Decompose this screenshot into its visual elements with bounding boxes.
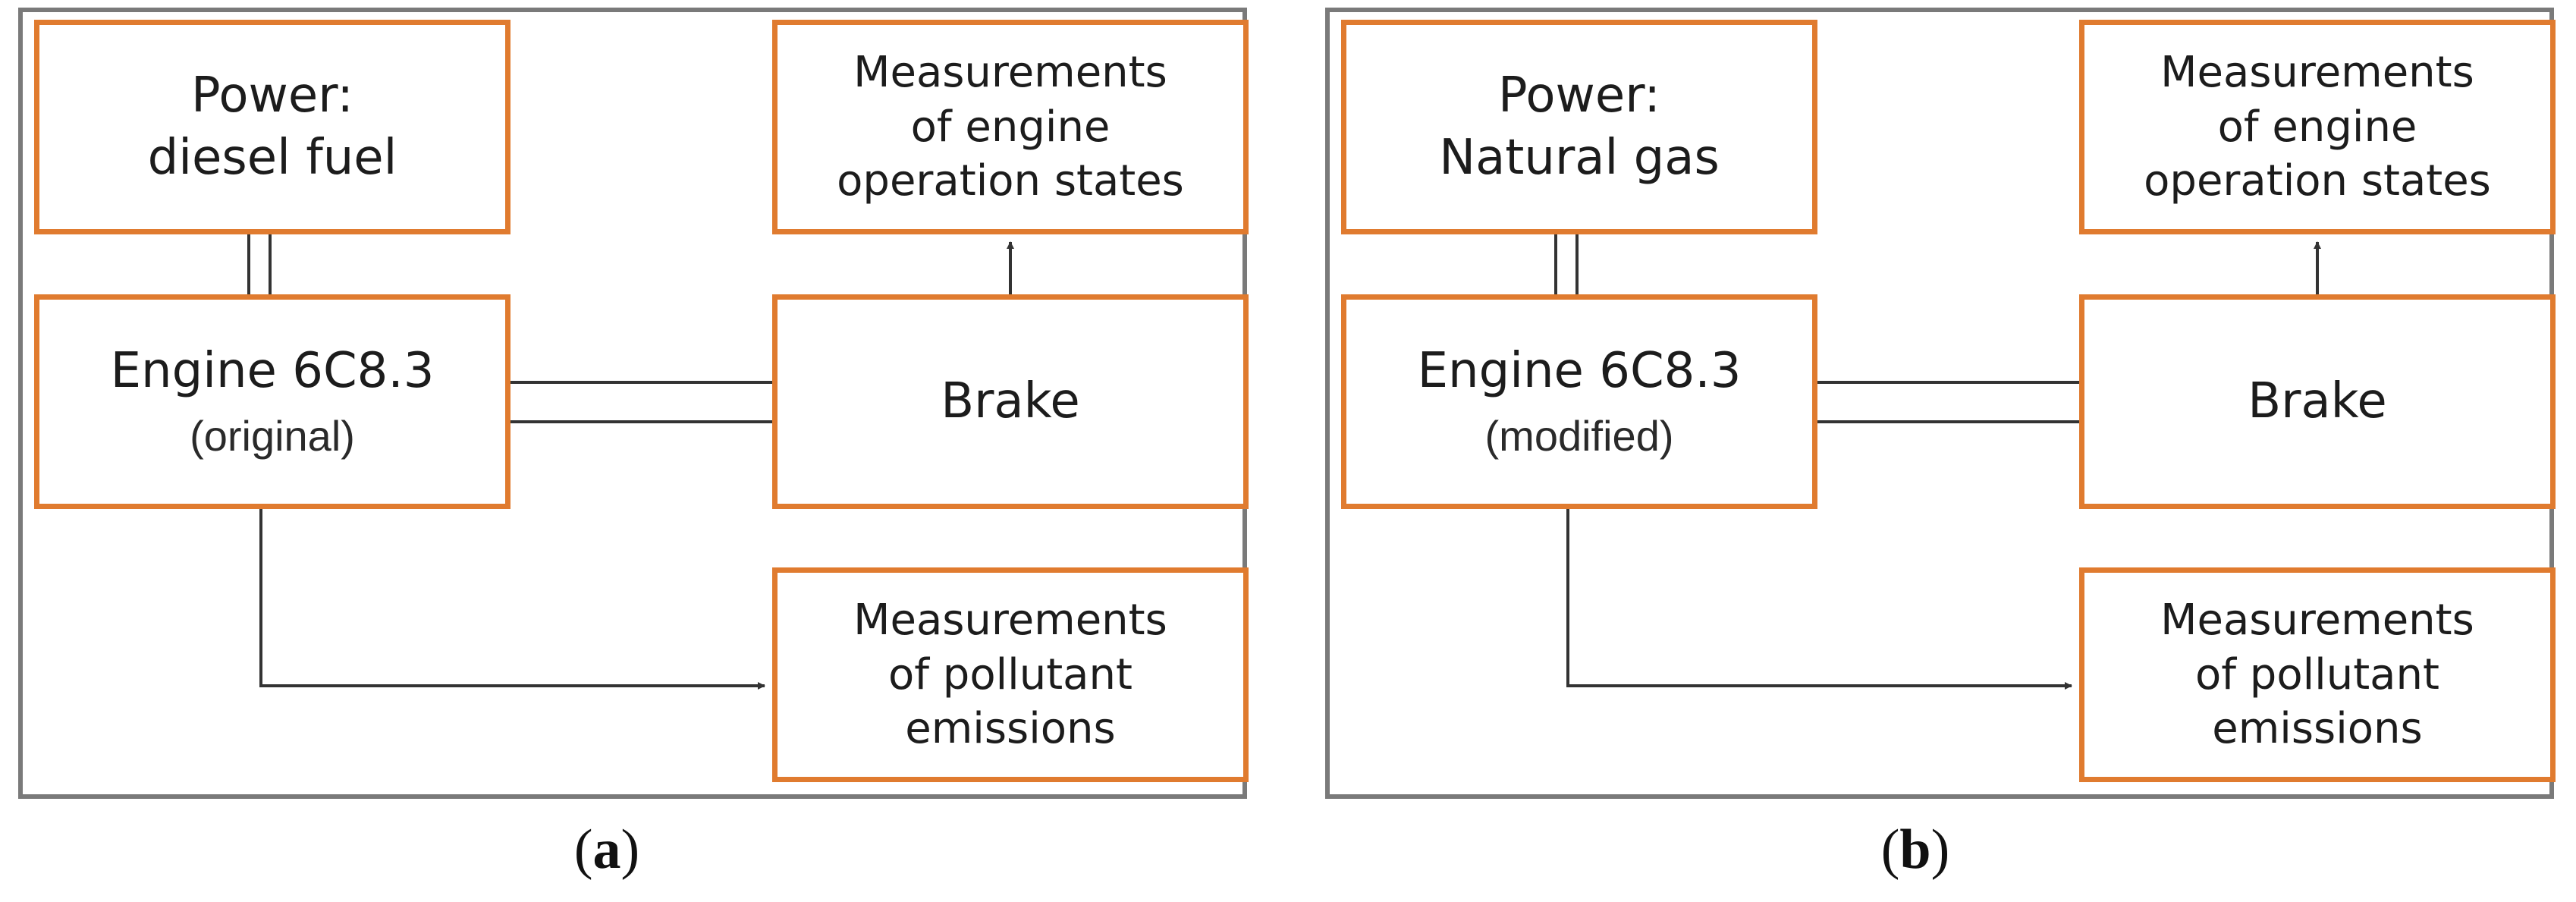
power-label: Power: [1498, 67, 1660, 124]
brake-box: Brake [772, 294, 1249, 509]
engine-box: Engine 6C8.3 (original) [34, 294, 510, 509]
brake-label: Brake [941, 372, 1080, 429]
connector-layer [1554, 234, 2321, 690]
engine-to-emission-measurements-arrow [1566, 509, 2072, 690]
operation-measurements-line-3: operation states [837, 156, 1184, 206]
operation-measurements-box: Measurements of engine operation states [772, 20, 1249, 234]
power-source-box: Power: Natural gas [1341, 20, 1817, 234]
emission-measurements-line-2: of pollutant [888, 649, 1132, 699]
emission-measurements-line-3: emissions [2212, 704, 2423, 754]
panel-caption-a: (a) [573, 819, 640, 881]
engine-variant-label: (modified) [1484, 411, 1674, 460]
brake-box: Brake [2079, 294, 2556, 509]
emission-measurements-box: Measurements of pollutant emissions [772, 567, 1249, 782]
diagram-panel-a: Power: diesel fuel Measurements of engin… [18, 8, 1249, 799]
emission-measurements-box: Measurements of pollutant emissions [2079, 567, 2556, 782]
caption-letter: a [592, 819, 621, 881]
brake-label: Brake [2248, 372, 2387, 429]
power-source-box: Power: diesel fuel [34, 20, 510, 234]
emission-measurements-line-1: Measurements [853, 595, 1167, 645]
engine-box: Engine 6C8.3 (modified) [1341, 294, 1817, 509]
emission-measurements-line-3: emissions [905, 704, 1116, 754]
connector-layer [247, 234, 1014, 690]
power-fuel-label: Natural gas [1439, 129, 1720, 186]
panel-caption-b: (b) [1880, 819, 1950, 881]
power-label: Power: [191, 67, 353, 124]
operation-measurements-line-3: operation states [2144, 156, 2491, 206]
operation-measurements-line-1: Measurements [853, 47, 1167, 97]
operation-measurements-line-1: Measurements [2160, 47, 2474, 97]
engine-to-emission-measurements-arrow [259, 509, 765, 690]
emission-measurements-line-1: Measurements [2160, 595, 2474, 645]
operation-measurements-line-2: of engine [910, 102, 1111, 152]
diagram-panel-b: Power: Natural gas Measurements of engin… [1325, 8, 2556, 799]
operation-measurements-line-2: of engine [2217, 102, 2417, 152]
caption-letter: b [1899, 819, 1931, 881]
operation-measurements-box: Measurements of engine operation states [2079, 20, 2556, 234]
emission-measurements-line-2: of pollutant [2195, 649, 2439, 699]
engine-variant-label: (original) [190, 411, 355, 460]
engine-label: Engine 6C8.3 [110, 342, 435, 399]
power-fuel-label: diesel fuel [147, 129, 397, 186]
engine-label: Engine 6C8.3 [1417, 342, 1742, 399]
